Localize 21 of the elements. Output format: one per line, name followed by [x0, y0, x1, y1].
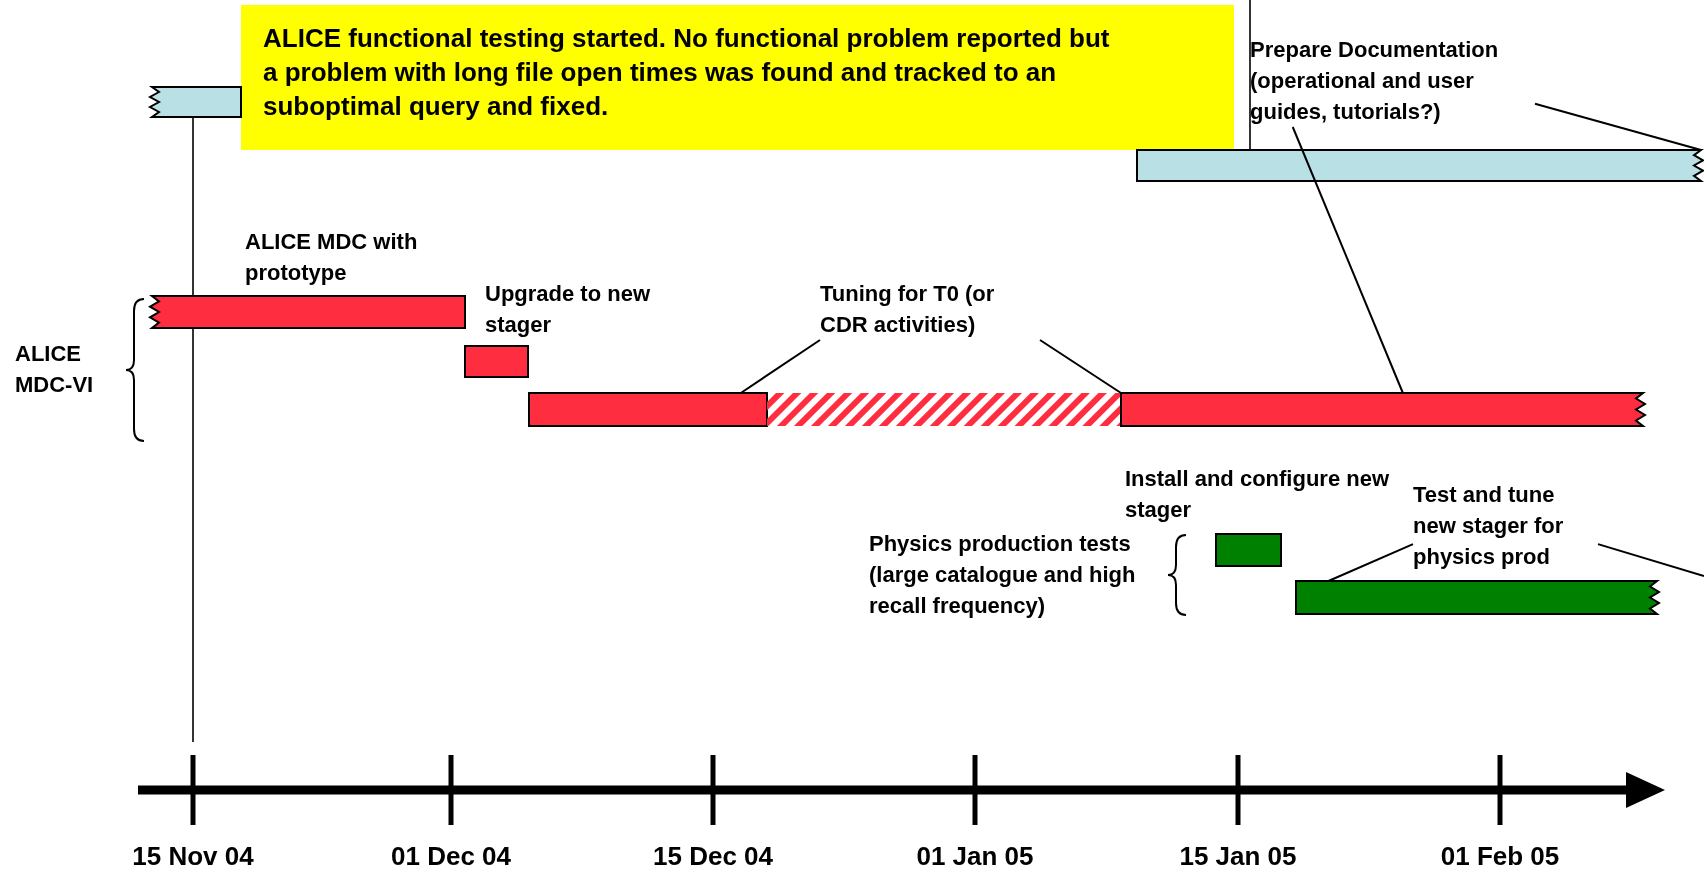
task-label: Install and configure new stager: [1125, 465, 1391, 524]
task-label: ALICE MDC with prototype: [245, 228, 419, 287]
date-label: 01 Feb 05: [1440, 841, 1560, 871]
leader-line: [739, 339, 821, 394]
date-label: 01 Jan 05: [916, 841, 1034, 871]
task-label: Tuning for T0 (or CDR activities): [820, 278, 1040, 340]
date-label: 15 Nov 04: [132, 841, 254, 871]
date-label: 01 Dec 04: [391, 841, 511, 871]
task-label: Upgrade to new stager: [485, 280, 651, 339]
date-label: 15 Dec 04: [653, 841, 773, 871]
leader-line: [1597, 543, 1704, 577]
group-label: ALICE MDC-VI: [15, 340, 95, 399]
note-text: ALICE functional testing started. No functional problem reported but a problem with long file open times was found and tracked to an suboptimal query and fixed.: [263, 22, 1111, 123]
task-label: Test and tune new stager for physics prod: [1413, 479, 1598, 572]
group-label: Physics production tests (large catalogue and high recall frequency): [869, 530, 1137, 620]
leader-line: [1534, 102, 1702, 151]
callout-box: [241, 5, 1234, 150]
leader-line: [1327, 543, 1414, 582]
leader-line: [1039, 339, 1122, 394]
date-label: 15 Jan 05: [1179, 841, 1297, 871]
task-label: Prepare Documentation (operational and user guides, tutorials?): [1250, 34, 1535, 127]
